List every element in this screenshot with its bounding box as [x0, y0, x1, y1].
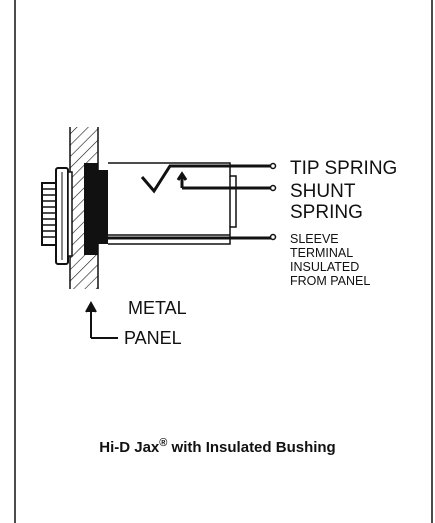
label-sleeve-line1: SLEEVE — [290, 232, 339, 246]
label-sleeve-line4: FROM PANEL — [290, 274, 370, 288]
shunt-terminal — [269, 184, 277, 192]
shunt-spring — [176, 171, 272, 190]
label-tip-spring: TIP SPRING — [290, 158, 397, 179]
insulated-bushing — [84, 163, 108, 255]
figure-caption: Hi-D Jax® with Insulated Bushing — [0, 437, 435, 456]
front-nut — [55, 167, 73, 265]
panel-callout-arrow — [85, 300, 118, 339]
registered-mark: ® — [159, 437, 168, 449]
caption-main: Hi-D Jax — [99, 439, 160, 456]
label-panel: PANEL — [124, 328, 182, 348]
label-sleeve-line3: INSULATED — [290, 260, 359, 274]
tip-spring — [140, 164, 272, 194]
label-sleeve-line2: TERMINAL — [290, 246, 353, 260]
label-shunt-line1: SHUNT — [290, 181, 356, 202]
sleeve-terminal — [269, 233, 277, 241]
jack-body — [108, 162, 237, 245]
label-shunt-line2: SPRING — [290, 202, 363, 223]
caption-rest: with Insulated Bushing — [167, 439, 336, 456]
label-metal: METAL — [128, 298, 187, 318]
tip-terminal — [269, 162, 277, 170]
